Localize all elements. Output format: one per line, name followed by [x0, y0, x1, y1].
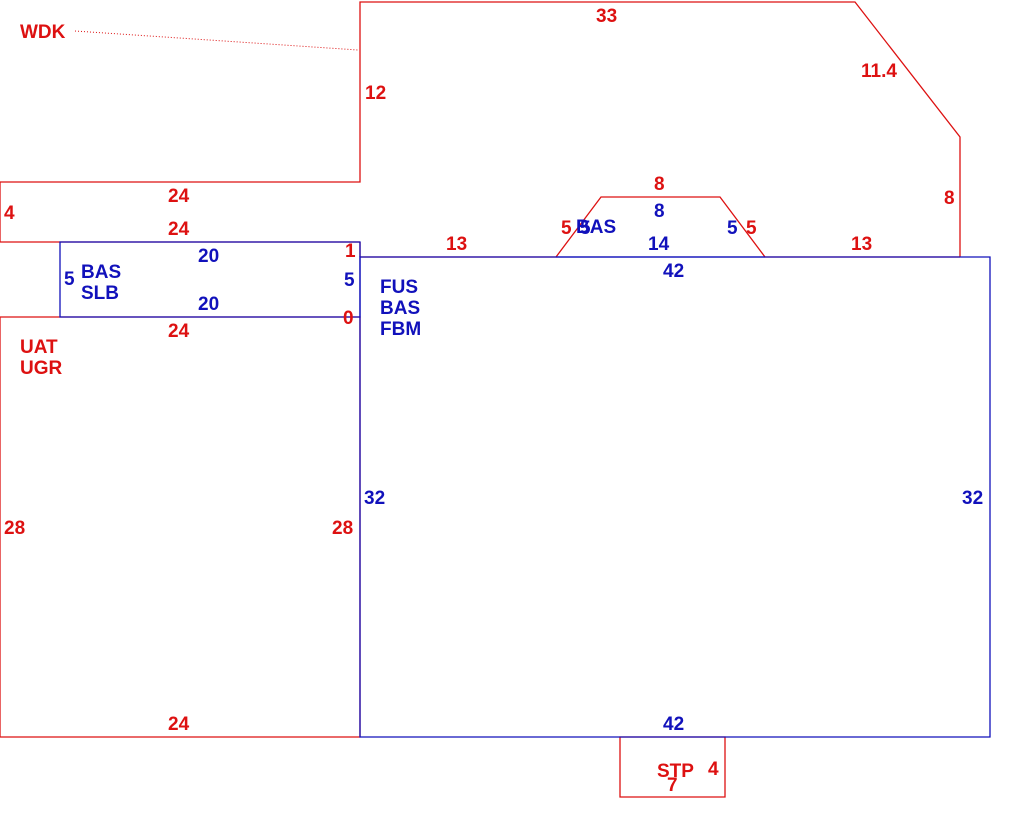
dim-fus-right-13: 13: [851, 234, 872, 255]
wdk-leader-line: [74, 30, 359, 51]
dim-slb-top-20: 20: [198, 246, 219, 267]
uat-code-1: UAT: [20, 337, 58, 358]
dim-bay-inner-right-5: 5: [727, 218, 738, 239]
wdk-outline: [0, 1, 961, 257]
stp-code: STP: [657, 761, 694, 782]
interior-labels: 20 20 5 5 BAS SLB 8 5 BAS 5 14 42 FUS BA…: [64, 201, 983, 735]
dim-bay-right-5: 5: [746, 218, 757, 239]
uat-code-2: UGR: [20, 358, 63, 379]
fus-code-1: FUS: [380, 277, 418, 298]
dim-fus-bottom-42: 42: [663, 714, 684, 735]
exterior-outlines: [0, 1, 961, 798]
dim-upper-24: 24: [168, 186, 190, 207]
dim-lower-24: 24: [168, 219, 190, 240]
dim-bay-bottom-14: 14: [648, 234, 670, 255]
bay-code: BAS: [576, 217, 616, 238]
dim-top-33: 33: [596, 6, 617, 27]
dim-uat-left-28: 28: [4, 518, 25, 539]
dim-bay-inner-8: 8: [654, 201, 665, 222]
dim-uat-bottom-24: 24: [168, 714, 190, 735]
dim-slb-right-1: 1: [345, 241, 356, 262]
dim-left-12: 12: [365, 83, 386, 104]
dim-bay-inner-left-5: 5: [580, 218, 591, 239]
fus-code-3: FBM: [380, 319, 421, 340]
dim-left-4: 4: [4, 203, 15, 224]
dim-fus-top-42: 42: [663, 261, 684, 282]
dim-stp-4: 4: [708, 759, 719, 780]
dim-uat-top-24: 24: [168, 321, 190, 342]
dim-slb-bottom-20: 20: [198, 294, 219, 315]
dim-slb-right-5: 5: [344, 270, 355, 291]
dim-bay-top-8: 8: [654, 174, 665, 195]
wdk-label: WDK: [20, 22, 66, 43]
fus-outline: [359, 256, 991, 738]
slb-code-1: BAS: [81, 262, 121, 283]
uat-outline: [0, 316, 361, 738]
dim-fus-right-32: 32: [962, 488, 983, 509]
interior-outlines: [59, 241, 991, 738]
dim-fus-left-32: 32: [364, 488, 385, 509]
dim-slb-left-5: 5: [64, 269, 75, 290]
slb-code-2: SLB: [81, 283, 119, 304]
dim-uat-right-28: 28: [332, 518, 353, 539]
dim-diagonal-11-4: 11.4: [861, 61, 897, 82]
fus-code-2: BAS: [380, 298, 420, 319]
exterior-labels: WDK 33 11.4 12 8 24 4 24 1 0 24 UAT UGR …: [4, 6, 955, 796]
dim-right-8: 8: [944, 188, 955, 209]
dim-stp-7: 7: [667, 775, 678, 796]
dim-slb-right-0: 0: [343, 308, 354, 329]
dim-bay-left-5: 5: [561, 218, 572, 239]
dim-fus-left-13: 13: [446, 234, 467, 255]
